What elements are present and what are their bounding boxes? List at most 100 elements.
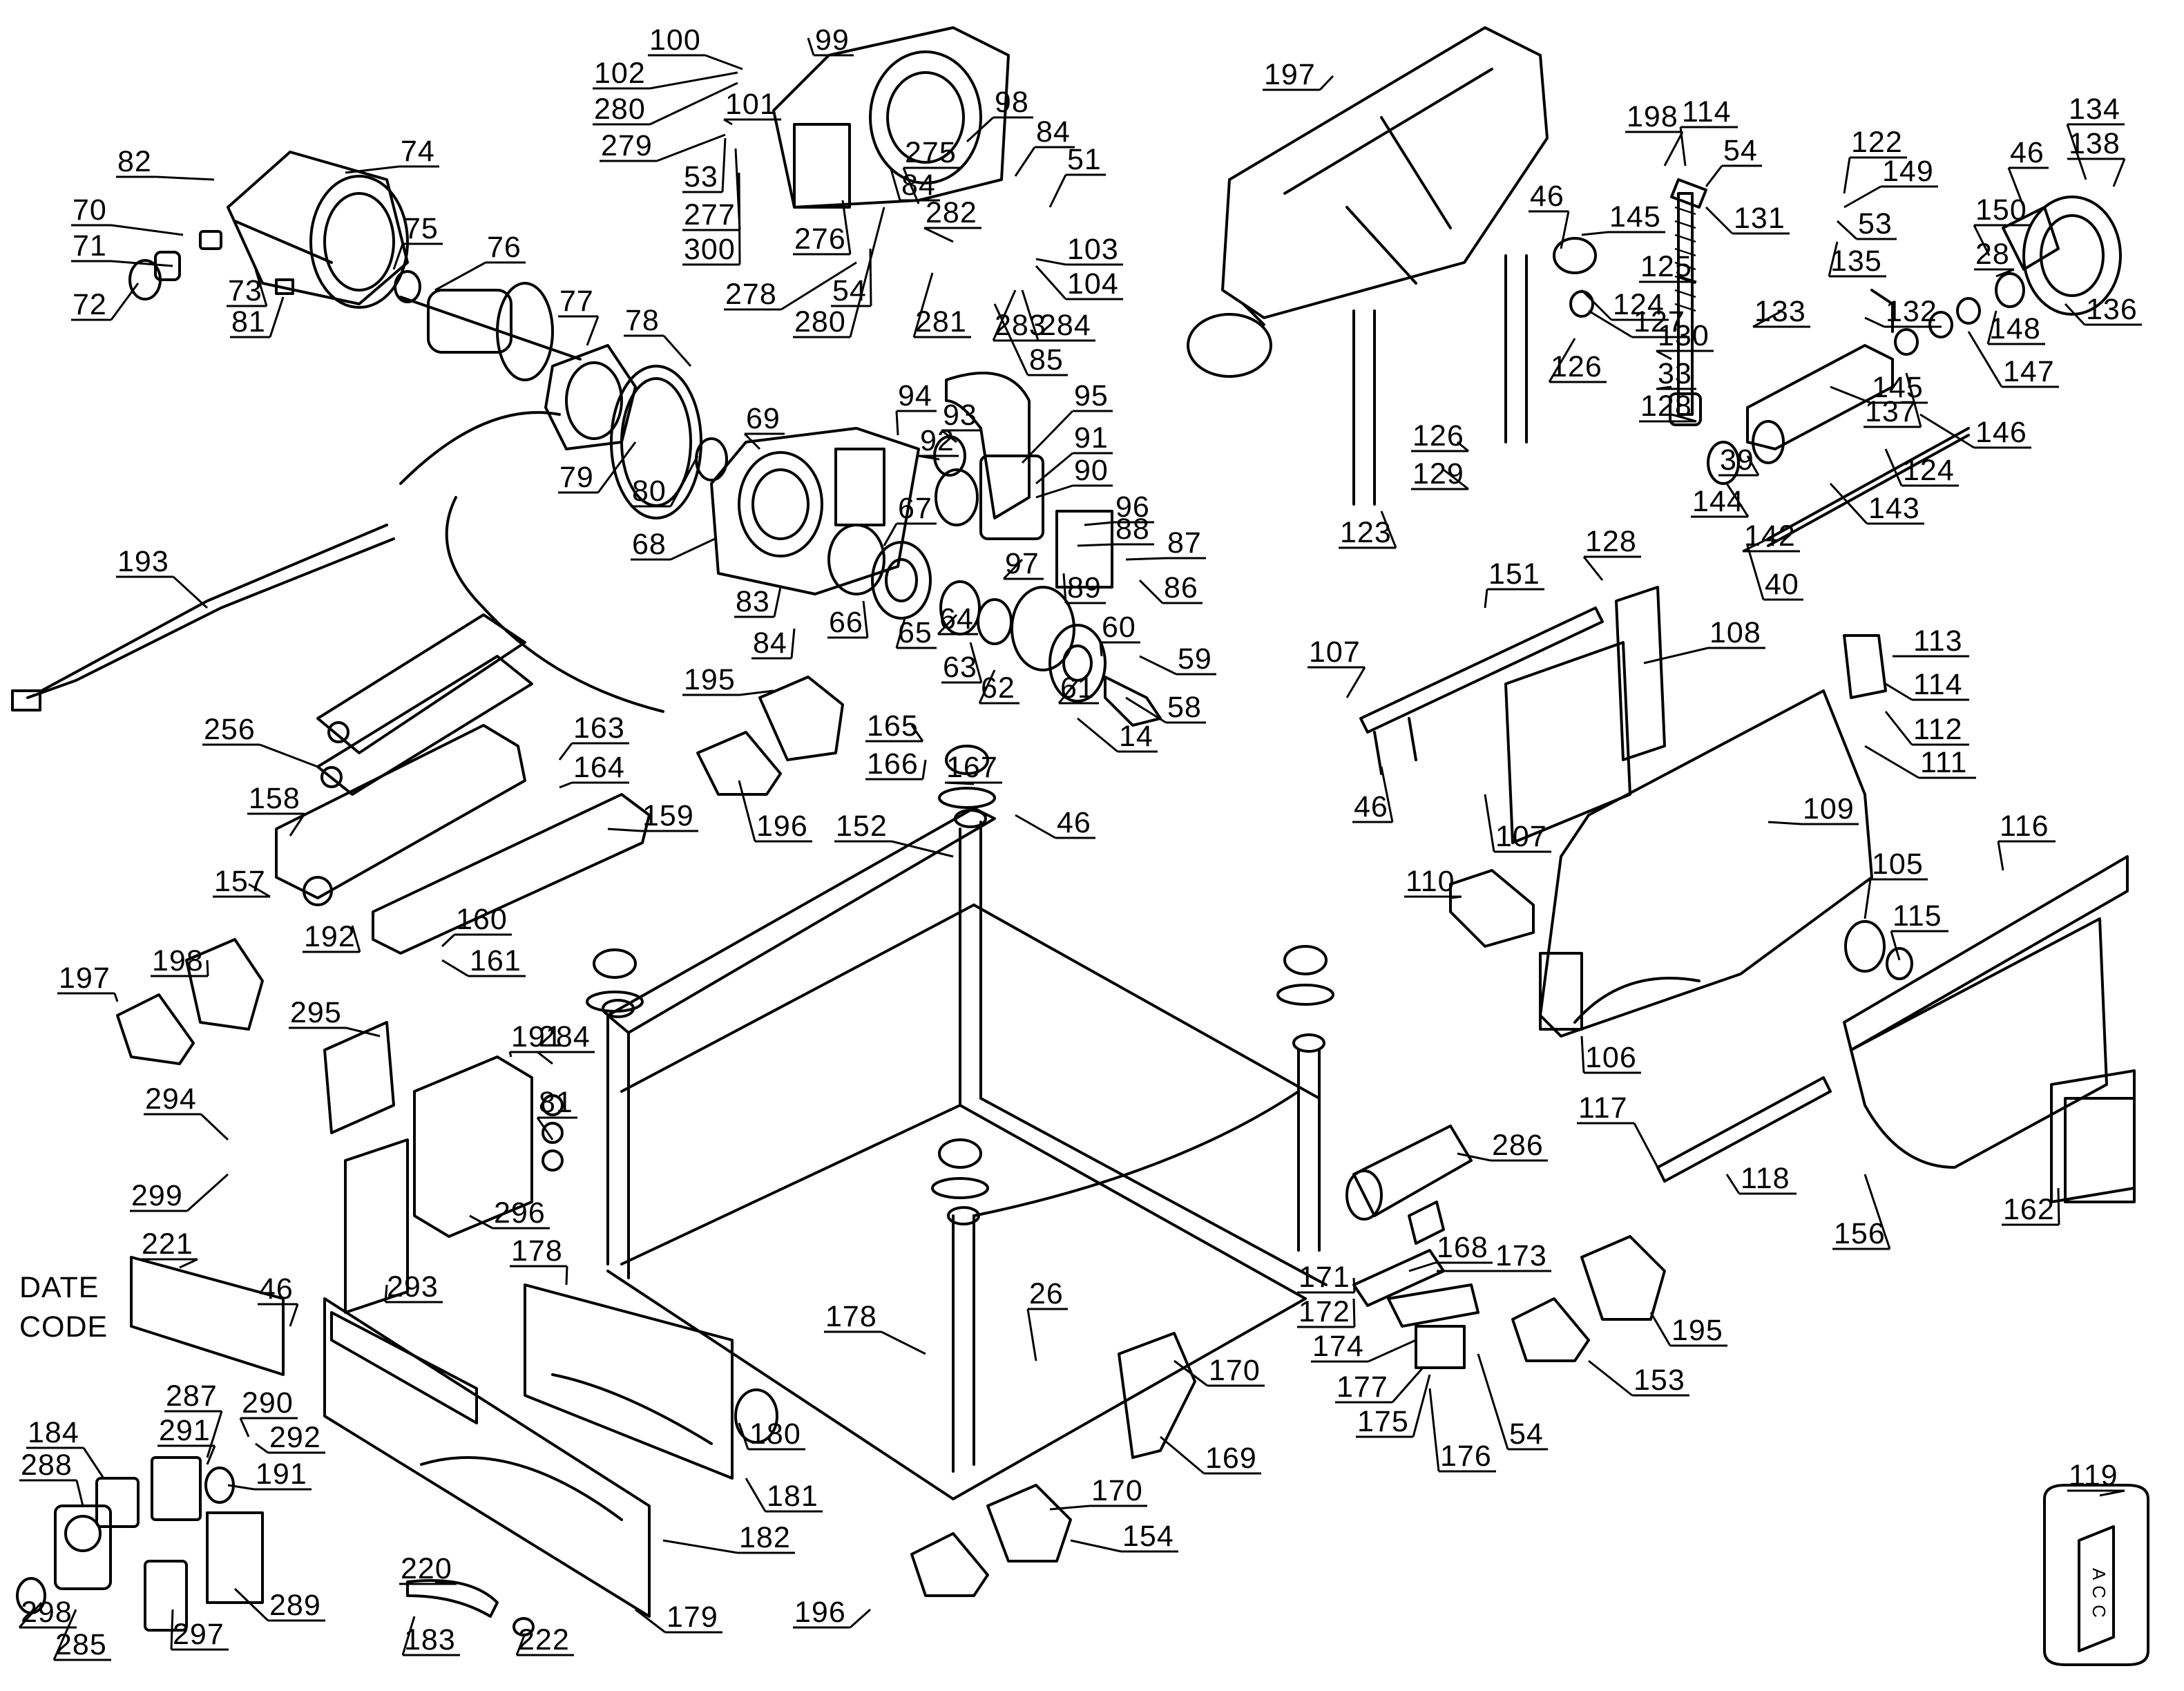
callout-leader-line bbox=[1705, 165, 1723, 187]
callout-51: 51 bbox=[1048, 143, 1106, 208]
callout-198: 198 bbox=[151, 944, 209, 977]
callout-leader-line bbox=[206, 1445, 216, 1465]
callout-leader-line bbox=[248, 883, 271, 898]
callout-leader-line bbox=[1884, 711, 1913, 745]
callout-number: 106 bbox=[1585, 1041, 1637, 1074]
callout-112: 112 bbox=[1884, 711, 1969, 746]
callout-number: 220 bbox=[401, 1552, 452, 1585]
callout-46: 46 bbox=[1352, 766, 1394, 823]
callout-124: 124 bbox=[1884, 448, 1959, 487]
callout-number: 68 bbox=[632, 528, 667, 561]
callout-114: 114 bbox=[1885, 668, 1969, 701]
callout-69: 69 bbox=[743, 402, 785, 450]
callout-leader-line bbox=[1588, 1359, 1633, 1397]
callout-number: 138 bbox=[2069, 127, 2120, 160]
callout-116: 116 bbox=[1997, 810, 2056, 871]
callout-182: 182 bbox=[662, 1521, 795, 1554]
callout-leader-line bbox=[1580, 289, 1613, 321]
callout-number: 137 bbox=[1865, 395, 1917, 428]
callout-leader-line bbox=[1678, 275, 1697, 283]
rear-rail-drawing bbox=[1359, 586, 1666, 844]
callout-leader-line bbox=[1905, 372, 1922, 428]
callout-number: 46 bbox=[1057, 806, 1091, 839]
callout-68: 68 bbox=[631, 528, 716, 561]
callout-leader-line bbox=[345, 1026, 381, 1038]
accessory-box-drawing: A C C bbox=[2043, 1484, 2149, 1666]
callout-196: 196 bbox=[793, 1596, 872, 1629]
callout-leader-line bbox=[721, 137, 727, 193]
callout-number: 156 bbox=[1834, 1217, 1886, 1250]
callout-number: 281 bbox=[915, 305, 967, 338]
callout-number: 144 bbox=[1692, 485, 1744, 518]
callout-number: 129 bbox=[1412, 457, 1464, 490]
callout-leader-line bbox=[1125, 557, 1167, 561]
callout-number: 103 bbox=[1067, 233, 1119, 266]
callout-85: 85 bbox=[993, 303, 1068, 376]
callout-74: 74 bbox=[345, 135, 439, 174]
callout-leader-line bbox=[2007, 167, 2025, 208]
power-cord-drawing bbox=[11, 411, 664, 713]
callout-number: 275 bbox=[905, 136, 957, 169]
callout-leader-line bbox=[441, 933, 456, 948]
callout-number: 14 bbox=[1119, 720, 1153, 753]
callout-leader-line bbox=[1671, 413, 1697, 423]
callout-195: 195 bbox=[1649, 1312, 1727, 1347]
callout-leader-line bbox=[1443, 468, 1469, 490]
callout-leader-line bbox=[1035, 452, 1073, 485]
callout-leader-line bbox=[944, 781, 975, 785]
callout-leader-line bbox=[206, 959, 209, 977]
callout-46: 46 bbox=[2007, 136, 2049, 208]
callout-number: 102 bbox=[594, 57, 646, 90]
callout-146: 146 bbox=[1919, 413, 2031, 449]
callout-156: 156 bbox=[1832, 1174, 1891, 1250]
callout-135: 135 bbox=[1828, 241, 1886, 278]
callout-number: 84 bbox=[753, 627, 787, 660]
callout-leader-line bbox=[1864, 879, 1872, 919]
callout-number: 293 bbox=[387, 1270, 439, 1303]
callout-leader-line bbox=[739, 689, 774, 696]
callout-leader-line bbox=[1830, 385, 1871, 404]
callout-number: 39 bbox=[1720, 443, 1754, 477]
callout-number: 72 bbox=[73, 288, 107, 321]
callout-164: 164 bbox=[559, 751, 629, 789]
callout-number: 292 bbox=[269, 1421, 321, 1454]
callout-280: 280 bbox=[793, 207, 885, 338]
callout-number: 169 bbox=[1205, 1442, 1257, 1475]
callout-number: 276 bbox=[794, 222, 846, 256]
callout-number: 78 bbox=[625, 304, 660, 337]
callout-leader-line bbox=[1836, 220, 1858, 240]
callout-109: 109 bbox=[1768, 792, 1859, 825]
callout-leader-line bbox=[1015, 814, 1056, 839]
callout-leader-line bbox=[969, 642, 983, 683]
callout-number: 99 bbox=[815, 23, 850, 57]
callout-leader-line bbox=[1746, 545, 1765, 600]
callout-leader-line bbox=[790, 628, 796, 659]
callout-92: 92 bbox=[918, 424, 959, 461]
callout-196: 196 bbox=[738, 780, 812, 843]
callout-157: 157 bbox=[213, 865, 271, 898]
callout-number: 59 bbox=[1178, 642, 1212, 676]
callout-178: 178 bbox=[510, 1234, 568, 1286]
callout-number: 149 bbox=[1882, 155, 1934, 188]
callout-number: 84 bbox=[1036, 115, 1071, 149]
callout-leader-line bbox=[895, 410, 899, 436]
callout-leader-line bbox=[1890, 930, 1901, 961]
callout-167: 167 bbox=[944, 751, 1002, 785]
callout-170: 170 bbox=[1049, 1474, 1147, 1511]
callout-number: 130 bbox=[1658, 319, 1709, 352]
callout-leader-line bbox=[1580, 1035, 1585, 1073]
callout-number: 107 bbox=[1495, 820, 1547, 853]
callout-leader-line bbox=[890, 169, 901, 201]
callout-number: 126 bbox=[1412, 419, 1464, 452]
callout-number: 162 bbox=[2003, 1193, 2055, 1226]
callout-leader-line bbox=[2064, 303, 2086, 326]
callout-number: 171 bbox=[1299, 1261, 1350, 1294]
callout-number: 114 bbox=[1682, 95, 1732, 128]
callout-number: 197 bbox=[1264, 58, 1316, 91]
callout-leader-line bbox=[111, 260, 173, 267]
fence-handles-drawing bbox=[116, 676, 1666, 1597]
callout-177: 177 bbox=[1335, 1367, 1424, 1404]
callout-number: 76 bbox=[487, 231, 521, 264]
callout-number: 277 bbox=[684, 198, 736, 231]
callout-number: 172 bbox=[1299, 1295, 1350, 1328]
